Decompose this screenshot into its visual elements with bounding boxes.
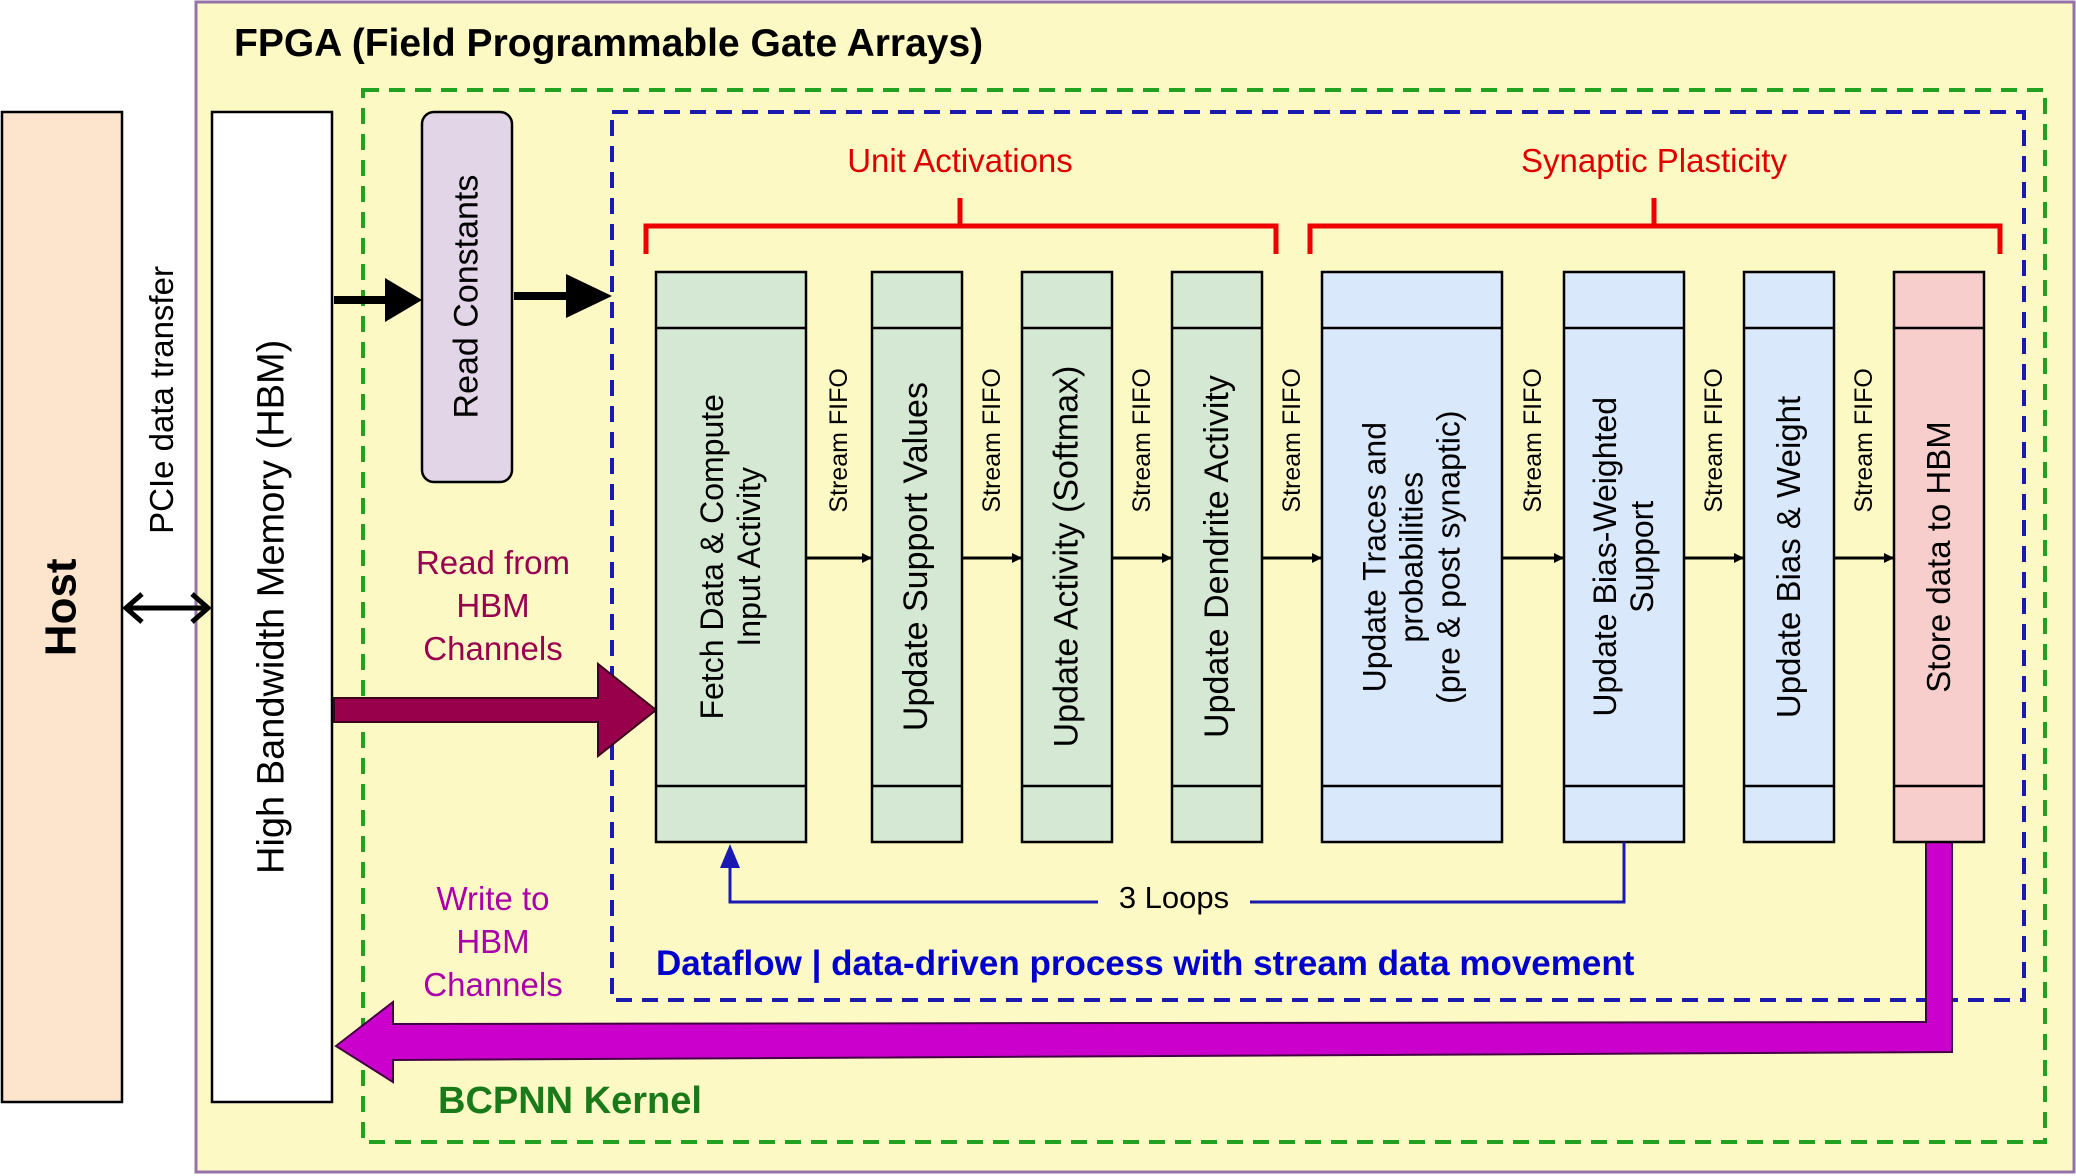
- dataflow-caption: Dataflow | data-driven process with stre…: [656, 944, 1635, 983]
- synaptic-plasticity-label: Synaptic Plasticity: [1521, 142, 1787, 179]
- stage-box-4: [1170, 270, 1264, 844]
- stage-label-1: Fetch Data & Compute Input Activity: [694, 394, 768, 720]
- pipeline-stages: [654, 270, 1986, 844]
- loop-feedback-line: [720, 842, 1626, 904]
- write-to-hbm-label: Write to HBM Channels: [423, 880, 563, 1003]
- stage-box-5: [1320, 270, 1504, 844]
- stage-box-7: [1742, 270, 1836, 844]
- stage-label-4: Update Dendrite Activity: [1197, 375, 1236, 739]
- stage-label-3: Update Activity (Softmax): [1047, 366, 1086, 748]
- write-to-hbm-arrow: [334, 841, 1953, 1084]
- host-label: Host: [36, 558, 86, 656]
- stage-box-6: [1562, 270, 1686, 844]
- host-hbm-double-arrow: [122, 592, 212, 624]
- stage-label-7: Update Bias & Weight: [1770, 395, 1808, 719]
- hbm-to-read-constants-arrow: [334, 278, 422, 322]
- unit-activations-bracket: [643, 198, 1279, 254]
- stream-fifo-label-4: Stream FIFO: [1277, 367, 1306, 513]
- stage-label-5: Update Traces and probabilities (pre & p…: [1356, 410, 1467, 704]
- read-from-hbm-label: Read from HBM Channels: [415, 544, 571, 667]
- read-constants-to-dataflow-arrow: [514, 274, 612, 318]
- fpga-title: FPGA (Field Programmable Gate Arrays): [234, 22, 984, 65]
- pcie-label: PCIe data transfer: [143, 266, 181, 534]
- read-constants-label: Read Constants: [447, 175, 486, 419]
- read-from-hbm-arrow: [333, 661, 658, 759]
- synaptic-plasticity-bracket: [1307, 198, 2003, 254]
- stream-fifo-label-7: Stream FIFO: [1849, 367, 1878, 513]
- host-box: [0, 110, 124, 1104]
- stream-fifo-label-2: Stream FIFO: [977, 367, 1006, 513]
- hbm-box: [210, 110, 334, 1104]
- stream-fifo-label-6: Stream FIFO: [1699, 367, 1728, 513]
- stage-box-8: [1892, 270, 1986, 844]
- stage-label-2: Update Support Values: [897, 382, 936, 732]
- stream-fifo-label-3: Stream FIFO: [1127, 367, 1156, 513]
- stream-fifo-label-1: Stream FIFO: [824, 367, 853, 513]
- stream-fifo-label-5: Stream FIFO: [1518, 367, 1547, 513]
- hbm-label: High Bandwidth Memory (HBM): [250, 339, 293, 875]
- loop-label: 3 Loops: [1098, 880, 1250, 916]
- read-constants-box: [420, 110, 514, 484]
- unit-activations-label: Unit Activations: [847, 142, 1073, 179]
- bcpnn-kernel-label: BCPNN Kernel: [438, 1080, 702, 1122]
- stage-box-3: [1020, 270, 1114, 844]
- stage-box-1: [654, 270, 808, 844]
- bcpnn-kernel-container: [361, 88, 2047, 1144]
- stage-box-2: [870, 270, 964, 844]
- stage-label-6: Update Bias-Weighted Support: [1587, 397, 1660, 717]
- dataflow-container: [610, 110, 2026, 1002]
- stage-label-8: Store data to HBM: [1920, 421, 1958, 693]
